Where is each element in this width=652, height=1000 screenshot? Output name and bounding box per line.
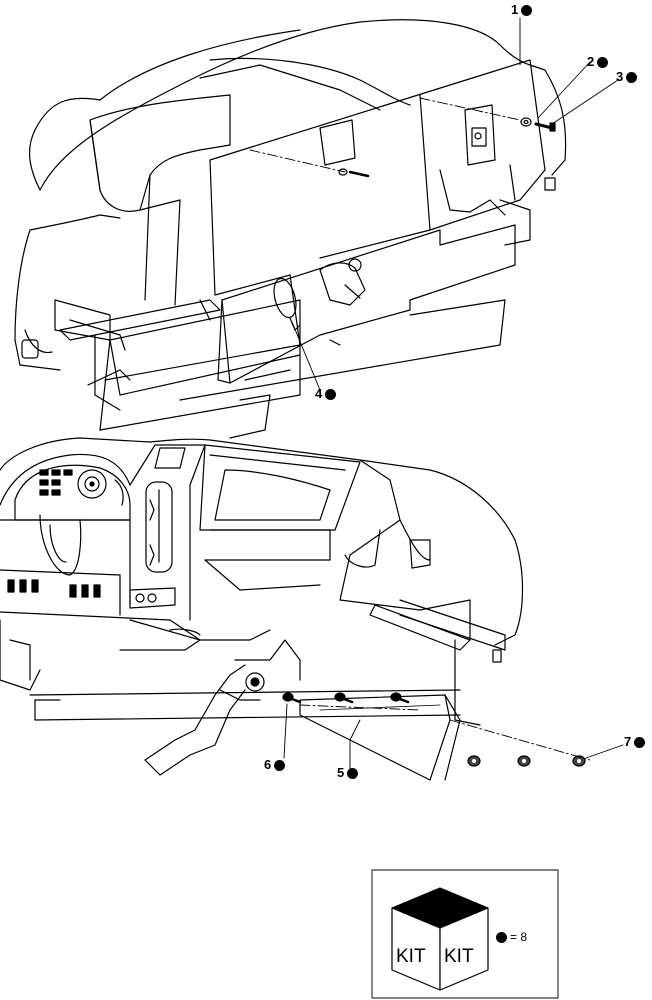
callout-5-dot-icon [347,767,359,779]
upper-dashboard-assembly [14,17,619,439]
callout-5: 5 [337,765,359,780]
callout-7-number: 7 [624,734,632,749]
callout-1-dot-icon [521,4,533,16]
nut-item-7-b [517,755,531,767]
callout-4-dot-icon [325,388,337,400]
callout-4: 4 [315,386,337,401]
lower-dashboard-assembly [0,437,624,781]
callout-1: 1 [511,2,533,17]
bolt-item-6-c [390,692,410,704]
nut-item-7-a [467,755,481,767]
fastener-top-center [338,168,370,178]
callout-4-number: 4 [315,386,323,401]
bolt-item-6-a [282,692,302,704]
callout-6-number: 6 [264,757,272,772]
callout-3-number: 3 [616,69,624,84]
callout-2-dot-icon [597,56,609,68]
bolt-item-6-b [334,692,354,704]
callout-7: 7 [624,734,646,749]
callout-7-dot-icon [634,736,646,748]
kit-legend-value: = 8 [510,930,528,944]
kit-legend-box: KIT KIT [371,869,559,999]
callout-3-dot-icon [626,71,638,83]
callout-6: 6 [264,757,286,772]
bolt-item-3 [534,122,556,132]
kit-legend-dot-icon [496,931,507,943]
callout-1-number: 1 [511,2,519,17]
callout-3: 3 [616,69,638,84]
kit-label-left: KIT [396,946,426,967]
nut-item-7-c [572,755,586,767]
kit-label-right: KIT [444,946,474,967]
kit-legend-text: = 8 [496,930,527,944]
washer-item-2 [520,117,532,127]
callout-2-number: 2 [587,54,595,69]
callout-5-number: 5 [337,765,345,780]
callout-6-dot-icon [274,759,286,771]
callout-2: 2 [587,54,609,69]
